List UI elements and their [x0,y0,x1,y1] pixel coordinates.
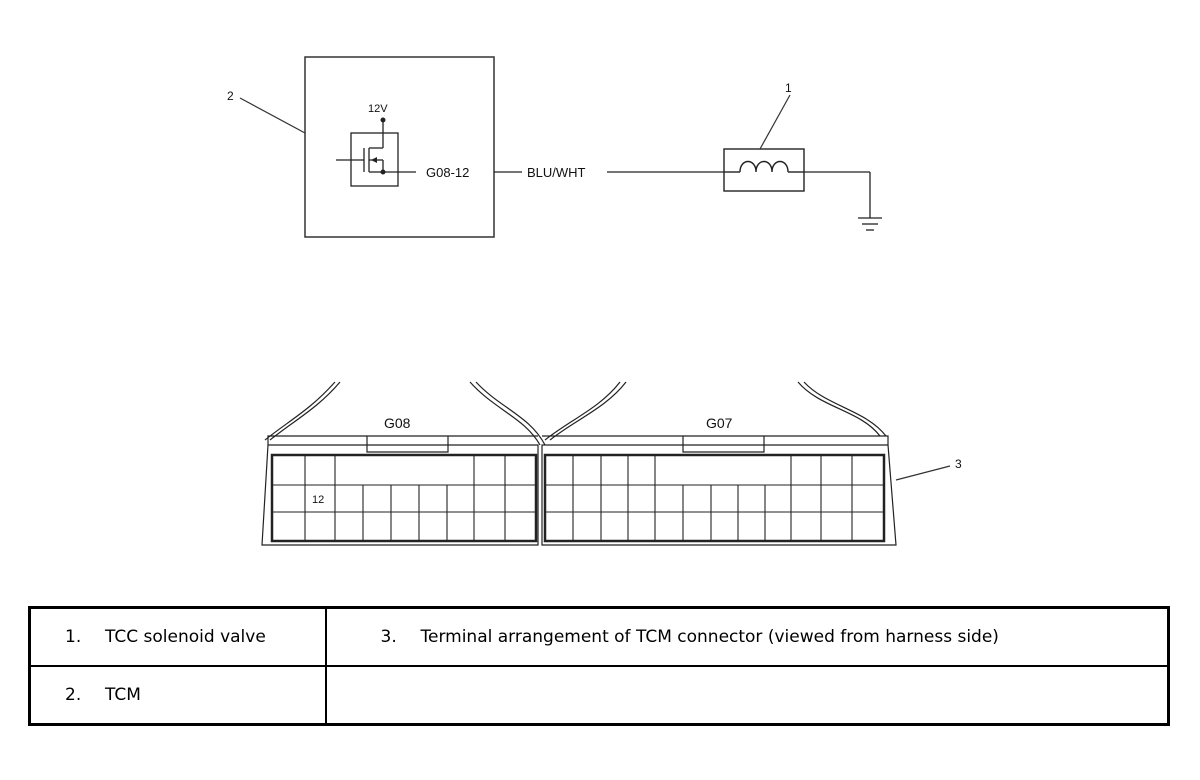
connector-g08-label: G08 [384,415,411,431]
callout-leader-2 [239,97,306,134]
wiring-diagram: 2 12V G08-12 BLU/WHT 1 [227,56,962,546]
wire-color-label: BLU/WHT [527,165,586,180]
transistor-symbol [336,117,416,187]
legend-text: TCC solenoid valve [105,627,266,647]
g08-pin-grid [272,455,536,541]
terminal-label: G08-12 [426,165,469,180]
supply-voltage-label: 12V [368,103,388,115]
legend-text: Terminal arrangement of TCM connector (v… [420,627,999,647]
callout-leader-3 [895,465,951,481]
callout-3: 3 [955,457,962,471]
connector-g07-label: G07 [706,415,733,431]
legend-cell-empty [324,665,1170,726]
legend-row: 1. TCC solenoid valve 3. Terminal arrangem… [28,606,1170,667]
legend-number: 1. [65,627,82,647]
legend-cell: 3. Terminal arrangement of TCM connector … [324,606,1170,667]
ground-icon [804,171,882,231]
pin-12-label: 12 [312,494,324,506]
callout-leader-1 [759,94,791,150]
legend-table: 1. TCC solenoid valve 3. Terminal arrangem… [28,606,1170,726]
legend-text: TCM [105,685,141,705]
legend-cell: 2. TCM [28,665,327,726]
g07-pin-grid [545,455,884,541]
callout-2: 2 [227,89,234,103]
tcm-connector [261,381,897,546]
legend-row: 2. TCM [28,665,1170,726]
legend-number: 2. [65,685,82,705]
callout-1: 1 [785,81,792,95]
solenoid-symbol [723,148,805,192]
tcm-box [304,56,495,238]
legend-cell: 1. TCC solenoid valve [28,606,327,667]
legend-number: 3. [380,627,397,647]
